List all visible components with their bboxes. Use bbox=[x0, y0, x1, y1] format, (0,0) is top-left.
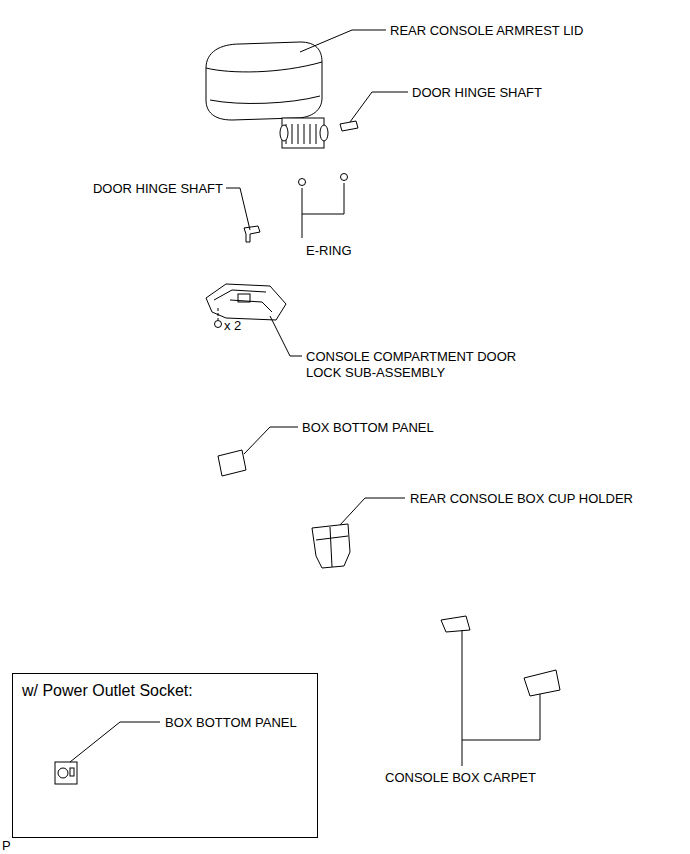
part-name: DOOR HINGE SHAFT bbox=[93, 181, 223, 197]
variant-box: w/ Power Outlet Socket: BOX BOTTOM PANEL bbox=[12, 673, 318, 838]
hinge-shaft-drawing bbox=[244, 226, 260, 242]
part-name: E-RING bbox=[306, 243, 352, 259]
part-name: DOOR HINGE SHAFT bbox=[412, 85, 542, 101]
part-name: CONSOLE BOX CARPET bbox=[385, 770, 536, 786]
part-name: REAR CONSOLE BOX CUP HOLDER bbox=[410, 491, 633, 507]
part-name: BOX BOTTOM PANEL bbox=[165, 715, 297, 730]
quantity-note: x 2 bbox=[224, 318, 241, 334]
part-name: BOX BOTTOM PANEL bbox=[302, 420, 434, 436]
box-heading: w/ Power Outlet Socket: bbox=[22, 682, 193, 700]
door-lock-drawing bbox=[206, 284, 286, 320]
cup-holder-drawing bbox=[312, 524, 350, 568]
part-name: CONSOLE COMPARTMENT DOOR LOCK SUB-ASSEMB… bbox=[306, 349, 541, 381]
hinge-shaft-drawing bbox=[340, 121, 358, 131]
armrest-lid-drawing bbox=[206, 42, 328, 148]
page-mark: P bbox=[2, 838, 11, 854]
part-name: REAR CONSOLE ARMREST LID bbox=[390, 23, 583, 39]
